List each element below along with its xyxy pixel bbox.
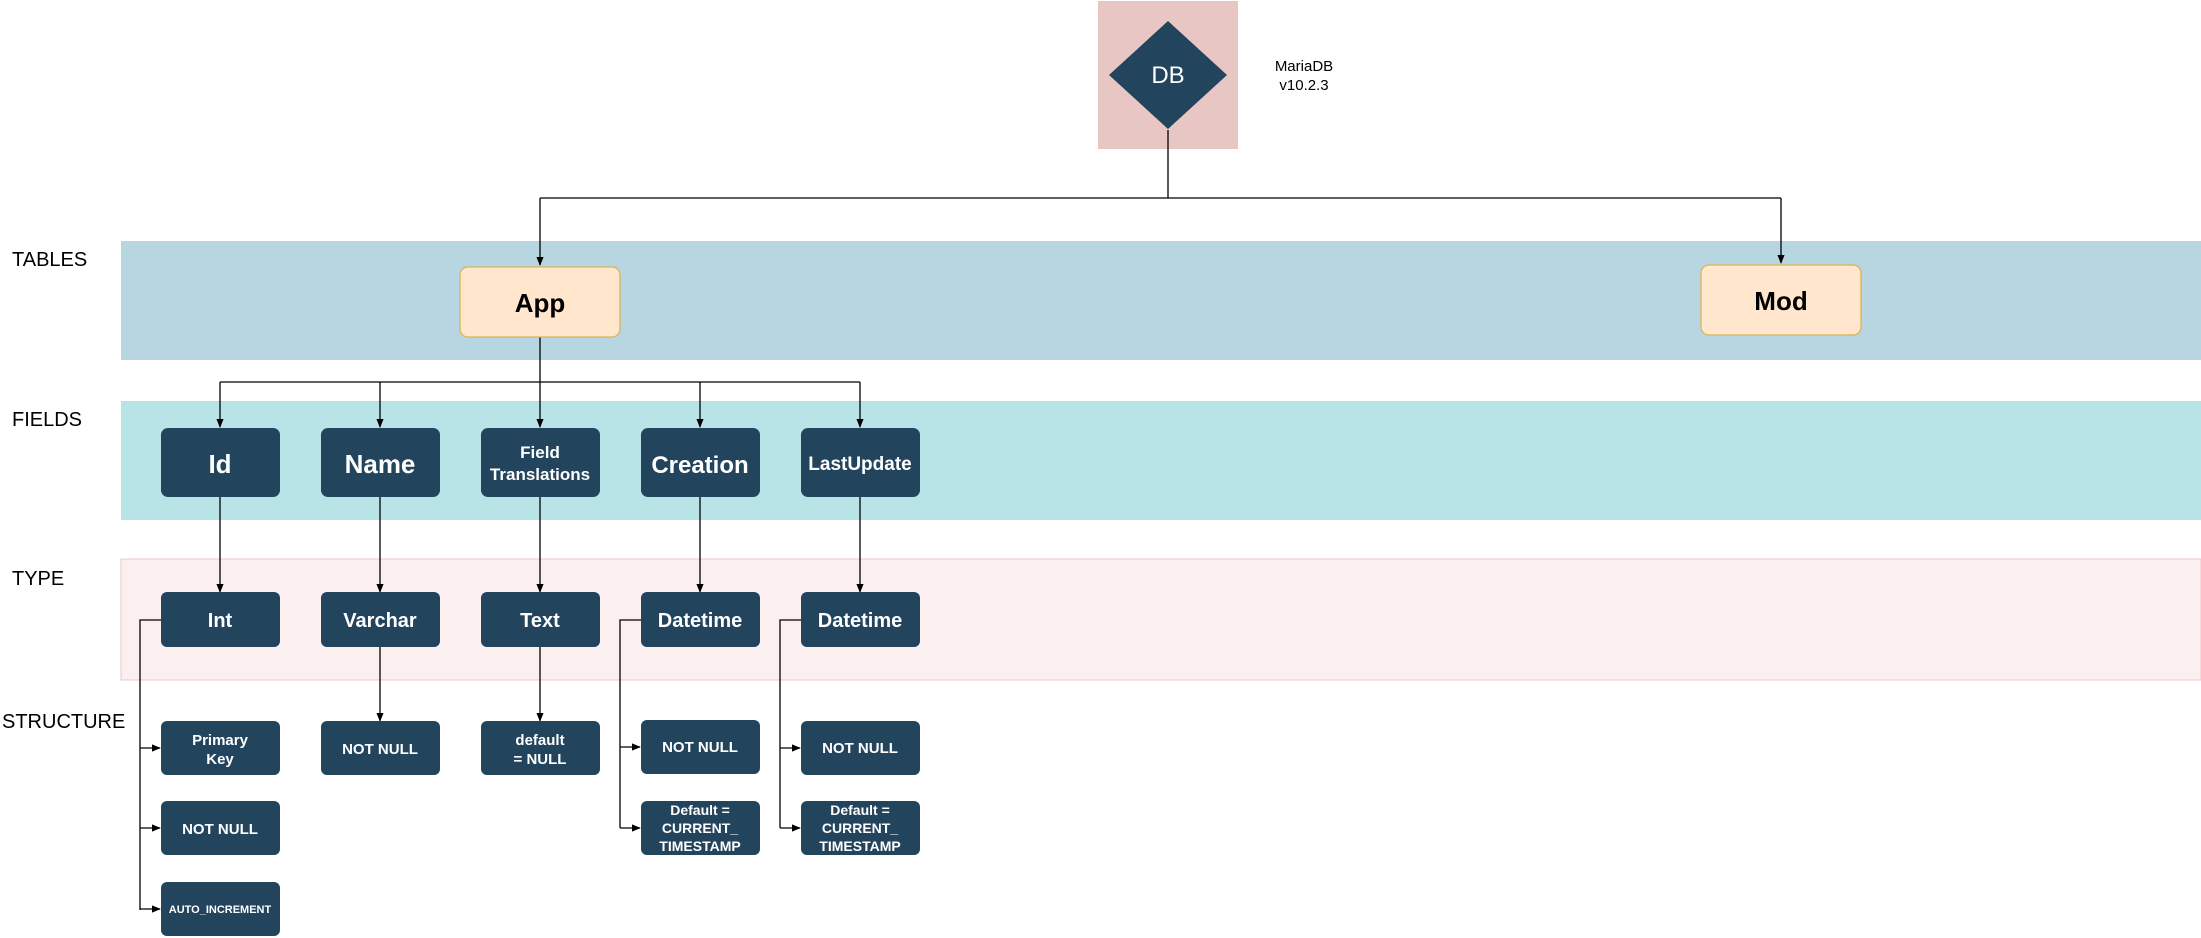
type-label-text: Text (520, 610, 560, 632)
table-node-mod[interactable] (1700, 264, 1862, 336)
structure-node-primary-key[interactable] (161, 721, 280, 775)
structure-node-creation-default[interactable] (641, 801, 760, 855)
structure-label-lastupdate-default-line1: Default = (830, 802, 890, 818)
db-label: DB (1151, 62, 1184, 89)
structure-label-lastupdate-not-null: NOT NULL (822, 740, 898, 757)
structure-label-creation-default-line2: CURRENT_ (662, 820, 738, 836)
field-node-id[interactable] (161, 428, 280, 497)
structure-node-lastupdate-default[interactable] (801, 801, 920, 855)
structure-node-default-null[interactable] (481, 721, 600, 775)
row-label-structure: STRUCTURE (2, 711, 125, 733)
field-node-translations[interactable] (481, 428, 600, 497)
field-label-id: Id (208, 449, 231, 479)
structure-label-auto-increment: AUTO_INCREMENT (169, 904, 272, 916)
structure-node-id-not-null[interactable] (161, 801, 280, 855)
type-node-text[interactable] (481, 592, 600, 647)
field-label-translations-line1: Field (520, 443, 560, 462)
type-label-int: Int (208, 610, 233, 632)
structure-label-name-not-null: NOT NULL (342, 741, 418, 758)
field-label-name: Name (345, 449, 416, 479)
type-node-datetime-lastupdate[interactable] (801, 592, 920, 647)
structure-node-auto-increment[interactable] (161, 882, 280, 936)
field-node-name[interactable] (321, 428, 440, 497)
db-version-line2: v10.2.3 (1279, 77, 1328, 94)
field-label-creation: Creation (651, 452, 748, 479)
structure-node-creation-not-null[interactable] (641, 720, 760, 774)
structure-label-default-null-line2: = NULL (514, 751, 567, 768)
table-label-mod: Mod (1754, 286, 1807, 316)
field-node-creation[interactable] (641, 428, 760, 497)
structure-label-default-null-line1: default (515, 732, 564, 749)
connectors (139, 130, 1785, 913)
tables-band (121, 241, 2201, 360)
type-node-datetime-creation[interactable] (641, 592, 760, 647)
row-label-fields: FIELDS (12, 409, 82, 431)
structure-label-id-not-null: NOT NULL (182, 821, 258, 838)
field-label-lastupdate: LastUpdate (808, 454, 911, 475)
table-label-app: App (515, 288, 566, 318)
structure-node-name-not-null[interactable] (321, 721, 440, 775)
type-node-int[interactable] (161, 592, 280, 647)
field-node-lastupdate[interactable] (801, 428, 920, 497)
structure-label-primary-key-line2: Key (206, 751, 234, 768)
structure-label-creation-default-line1: Default = (670, 802, 730, 818)
db-node[interactable] (1109, 21, 1227, 129)
structure-label-lastupdate-default-line2: CURRENT_ (822, 820, 898, 836)
row-label-type: TYPE (12, 568, 64, 590)
structure-label-primary-key-line1: Primary (192, 732, 249, 749)
structure-label-creation-default-line3: TIMESTAMP (659, 838, 740, 854)
type-label-datetime-creation: Datetime (658, 610, 742, 632)
fields-band (121, 401, 2201, 520)
type-band (120, 558, 2201, 681)
field-label-translations-line2: Translations (490, 465, 590, 484)
type-label-varchar: Varchar (343, 610, 417, 632)
table-node-app[interactable] (459, 266, 621, 338)
structure-label-lastupdate-default-line3: TIMESTAMP (819, 838, 900, 854)
row-label-tables: TABLES (12, 249, 87, 271)
type-label-datetime-lastupdate: Datetime (818, 610, 902, 632)
structure-node-lastupdate-not-null[interactable] (801, 721, 920, 775)
db-version-line1: MariaDB (1275, 58, 1333, 75)
structure-label-creation-not-null: NOT NULL (662, 739, 738, 756)
type-node-varchar[interactable] (321, 592, 440, 647)
